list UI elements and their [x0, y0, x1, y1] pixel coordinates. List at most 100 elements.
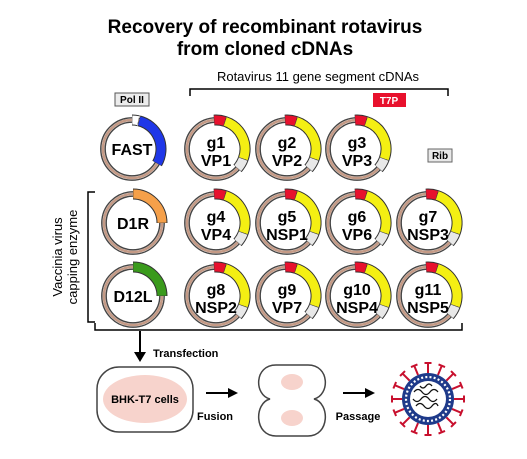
segment-cdna-block [223, 191, 250, 235]
plasmid-label: D12L [113, 289, 152, 306]
segment-cdna-block [223, 264, 250, 308]
virus-spike-tip [458, 409, 464, 417]
gene-plasmids: g1VP1g2VP2g3VP3g4VP4g5NSP1g6VP6g7NSP3g8N… [184, 114, 463, 328]
virus-spike [394, 384, 405, 390]
protein-label: VP1 [201, 153, 231, 170]
protein-label: VP3 [342, 153, 372, 170]
rib-tag-box [427, 148, 453, 163]
t7-promoter-block [426, 189, 439, 200]
ribozyme-block [305, 157, 319, 172]
nucleus-bottom [281, 410, 303, 426]
virus-spike-tip [410, 429, 418, 435]
gene-label: g7 [419, 209, 438, 226]
t7-promoter-block [355, 115, 368, 126]
segment-cdna-block [364, 191, 391, 235]
rib-tag: Rib [432, 151, 448, 162]
helper-plasmid-d1r: D1R [101, 188, 168, 255]
virus-spike-tip [410, 363, 418, 369]
virus-spike [445, 372, 455, 382]
segments-header: Rotavirus 11 gene segment cDNAs [217, 69, 420, 84]
side-label-line-2: capping enzyme [65, 210, 80, 305]
fusion-arrow-head [228, 388, 238, 398]
passage-arrow-head [365, 388, 375, 398]
nucleus-top [281, 374, 303, 390]
virus-spike-tip [399, 421, 406, 428]
title-line-1: Recovery of recombinant rotavirus [108, 17, 423, 38]
t7p-tag: T7P [380, 96, 399, 107]
ribozyme-block [305, 304, 319, 319]
pol2-promoter-block [132, 115, 140, 126]
virus-spike-tip [438, 429, 446, 435]
segments-bracket [189, 88, 449, 96]
virus-spike [437, 422, 443, 433]
virus-inner-layer [404, 375, 452, 423]
ribozyme-block [234, 231, 248, 246]
ribozyme-block [446, 231, 460, 246]
segment-cdna-block [223, 117, 250, 161]
orf-block [132, 262, 167, 297]
helper-plasmid-d12l: D12L [101, 261, 168, 328]
ribozyme-block [375, 157, 389, 172]
virus-spike-tip [458, 381, 464, 389]
passage-label: Passage [336, 411, 381, 423]
segment-cdna-block [435, 191, 462, 235]
gene-label: g11 [415, 282, 442, 299]
gene-label: g1 [207, 135, 226, 152]
t7-promoter-block [285, 115, 298, 126]
gene-label: g6 [348, 209, 367, 226]
side-label-line-1: Vaccinia virus [50, 217, 65, 297]
t7-promoter-block [355, 189, 368, 200]
virus-spike [451, 408, 462, 414]
virus-genome-strand [419, 383, 433, 389]
virus-spike [445, 416, 455, 426]
gene-label: g3 [348, 135, 367, 152]
virus-spike-tip [438, 363, 446, 369]
protein-label: VP2 [272, 153, 302, 170]
virus-spike-tip [392, 409, 398, 417]
gene-label: g9 [278, 282, 297, 299]
title-line-2: from cloned cDNAs [177, 39, 353, 60]
virus-spike-tip [450, 421, 457, 428]
cells-label: BHK-T7 cells [111, 394, 179, 406]
gene-label: g5 [278, 209, 297, 226]
helper-plasmids: FAST D1R D12L [100, 114, 168, 328]
protein-label: NSP4 [336, 300, 378, 317]
segment-cdna-block [364, 264, 391, 308]
ribozyme-block [305, 231, 319, 246]
virus-core [410, 381, 446, 417]
ribozyme-block [234, 304, 248, 319]
virus-spike [437, 365, 443, 376]
virus-spike [401, 416, 411, 426]
fusion-label: Fusion [197, 411, 233, 423]
pol2-tag: Pol II [120, 95, 144, 106]
virus-spike [413, 422, 419, 433]
protein-label: VP4 [201, 227, 231, 244]
rotavirus-particle-icon [391, 362, 465, 436]
orf-block [132, 189, 167, 224]
virus-spike [394, 408, 405, 414]
t7-promoter-block [285, 262, 298, 273]
t7-promoter-block [214, 115, 227, 126]
segment-cdna-block [294, 264, 321, 308]
gene-label: g10 [343, 282, 371, 299]
protein-label: NSP2 [195, 300, 237, 317]
cell-body [103, 375, 187, 423]
plasmid-label: FAST [112, 142, 153, 159]
t7-promoter-block [355, 262, 368, 273]
t7-promoter-block [426, 262, 439, 273]
protein-label: VP6 [342, 227, 372, 244]
virus-spike [451, 384, 462, 390]
plasmid-label: D1R [117, 216, 149, 233]
gene-label: g2 [278, 135, 297, 152]
t7-promoter-block [285, 189, 298, 200]
ribozyme-block [375, 304, 389, 319]
